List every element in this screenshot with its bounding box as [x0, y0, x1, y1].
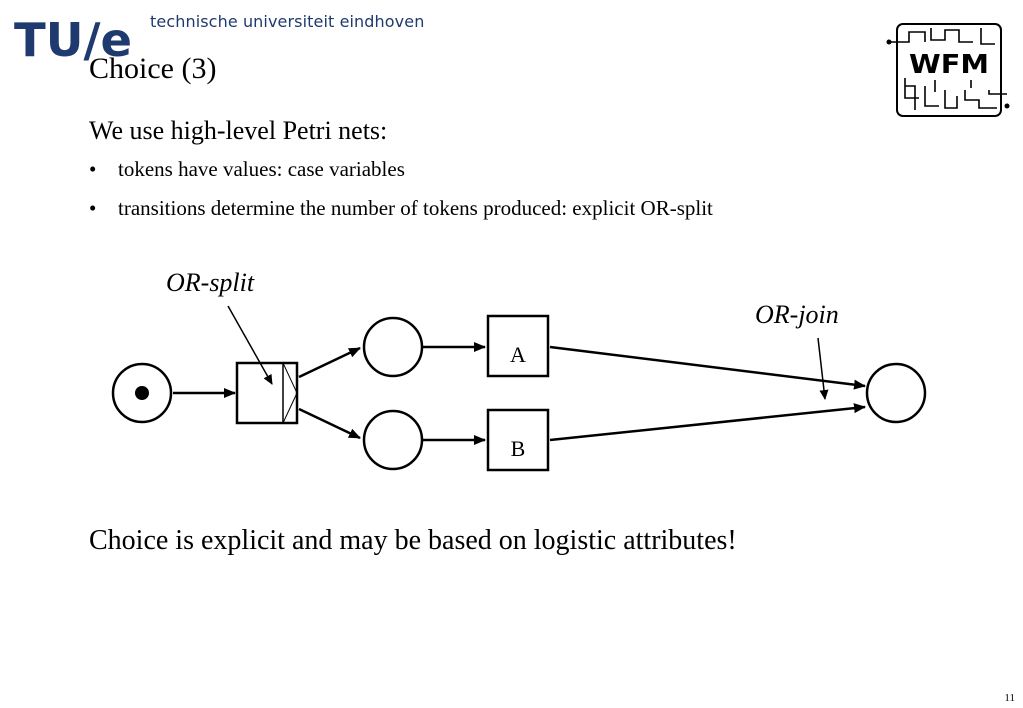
token-icon	[135, 386, 149, 400]
intro-text: We use high-level Petri nets:	[89, 116, 388, 145]
arc-a-to-end-place	[549, 345, 866, 390]
arc-or-split-to-upper-place	[298, 346, 361, 379]
or-split-annotation: OR-split	[166, 268, 255, 297]
slide-title: Choice (3)	[89, 52, 217, 85]
upper-place	[362, 316, 424, 378]
bullet-symbol: •	[89, 196, 97, 220]
wfm-logo-text: WFM	[909, 50, 989, 80]
or-join-annotation: OR-join	[755, 300, 839, 329]
transition-b	[486, 408, 550, 472]
conclusion-text: Choice is explicit and may be based on l…	[89, 525, 737, 556]
petri-net-diagram: A B OR-split OR-join	[111, 268, 927, 472]
bullet-text: transitions determine the number of toke…	[118, 196, 713, 220]
bullet-item: • tokens have values: case variables	[89, 156, 713, 182]
bullet-item: • transitions determine the number of to…	[89, 195, 713, 221]
university-name: technische universiteit eindhoven	[150, 12, 425, 31]
tue-logo-text: TU/e	[14, 13, 132, 67]
transition-a	[486, 314, 550, 378]
or-split-transition	[235, 361, 299, 425]
page-number: 11	[1004, 692, 1015, 704]
or-join-pointer	[817, 337, 829, 400]
arc-or-split-to-lower-place	[298, 407, 361, 440]
or-split-pointer	[227, 305, 273, 385]
transition-a-label: A	[510, 342, 526, 367]
bullet-text: tokens have values: case variables	[118, 157, 405, 181]
lower-place	[362, 409, 424, 471]
arc-b-to-end-place	[549, 403, 866, 442]
tue-logo: TU/e	[14, 13, 132, 67]
bullet-symbol: •	[89, 157, 97, 181]
end-place	[865, 362, 927, 424]
transition-b-label: B	[511, 436, 526, 461]
wfm-logo: WFM	[886, 23, 1010, 117]
bullet-list: • tokens have values: case variables • t…	[89, 156, 713, 221]
